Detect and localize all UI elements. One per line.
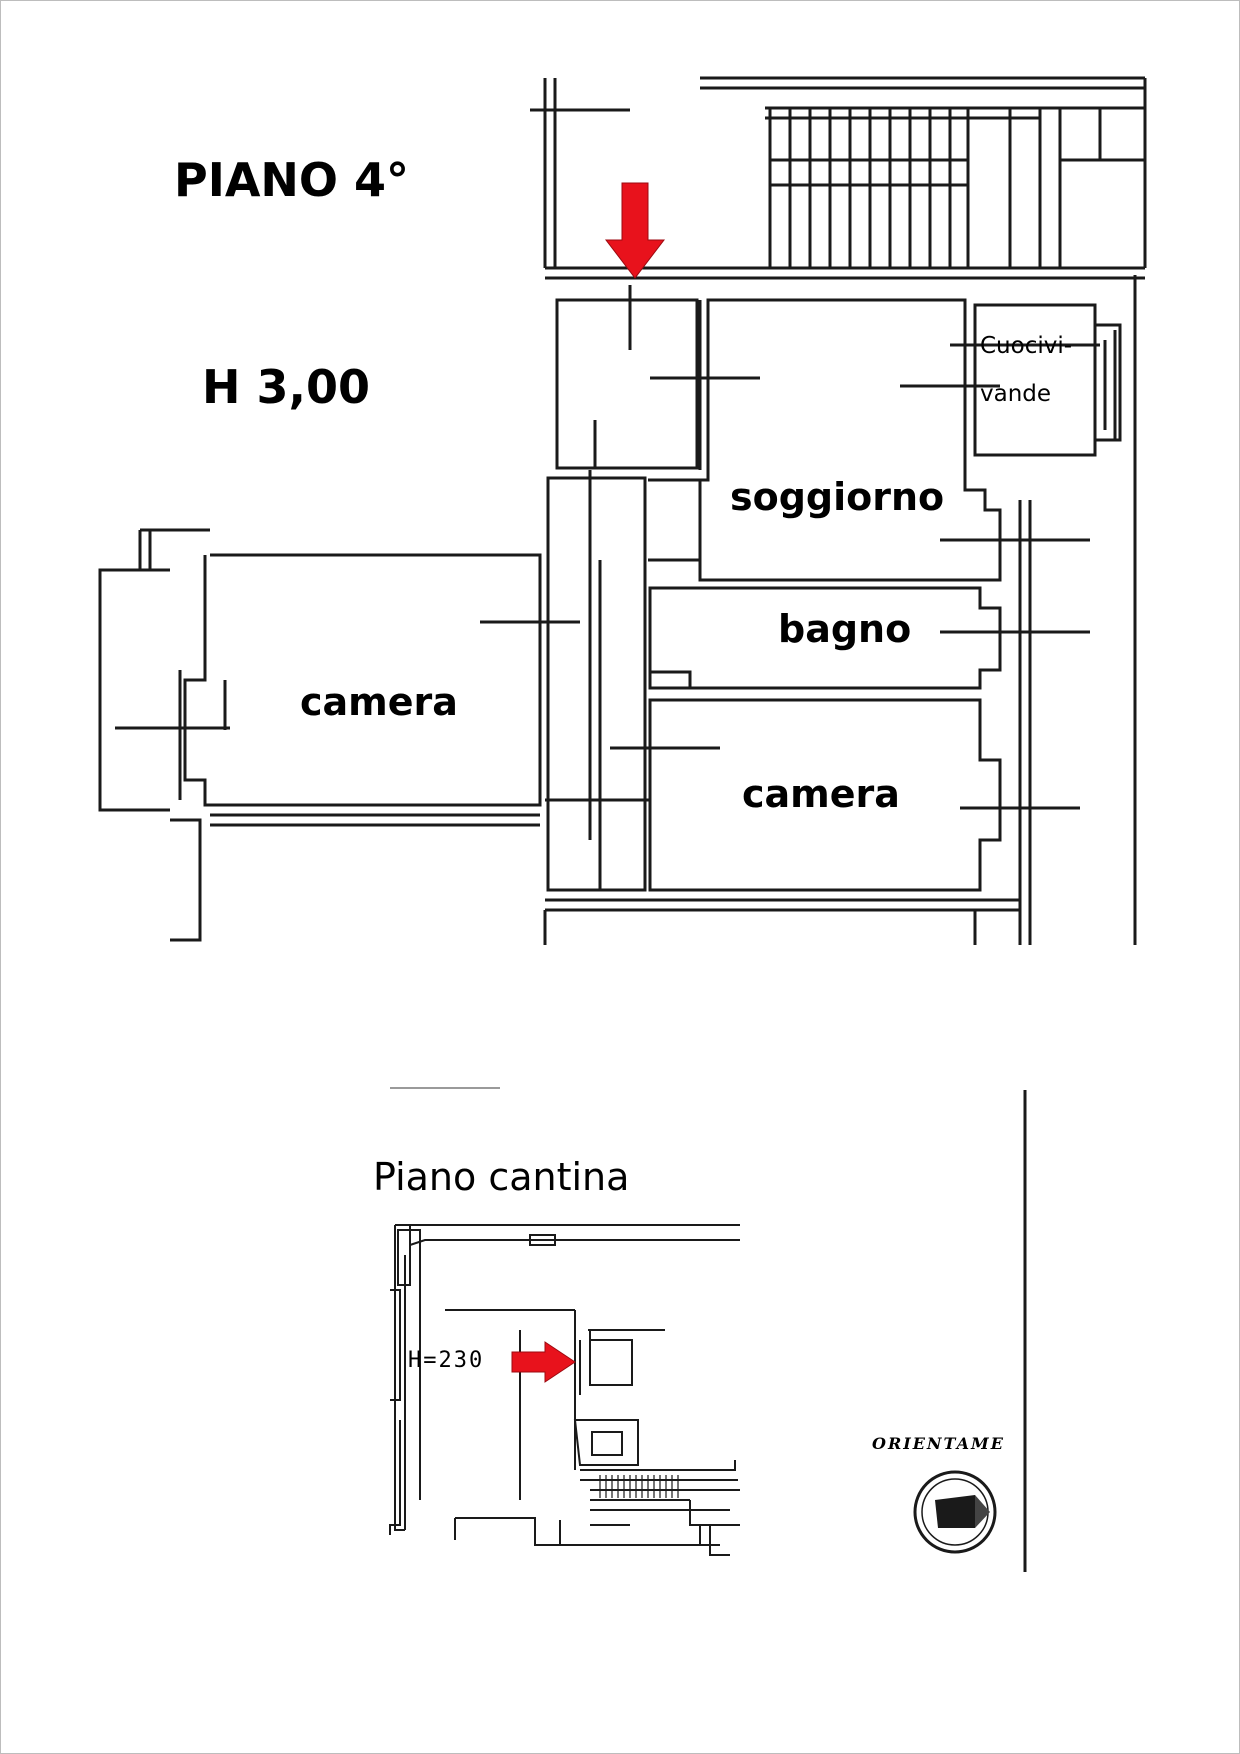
floor-title: PIANO 4° <box>174 153 410 207</box>
ceiling-height-label: H 3,00 <box>202 360 371 414</box>
cellar-arrow <box>511 1341 576 1383</box>
upper-floor-plan <box>98 76 1147 945</box>
room-label-bedroom-right: camera <box>742 772 900 816</box>
room-label-kitchen-line1: Cuocivi- <box>980 333 1073 359</box>
cellar-title: Piano cantina <box>373 1155 630 1199</box>
room-label-living: soggiorno <box>730 475 945 519</box>
stairwell <box>700 76 1147 268</box>
room-label-bedroom-left: camera <box>300 680 458 724</box>
orientation-label: ORIENTAME <box>872 1434 1005 1453</box>
compass-icon <box>913 1470 997 1554</box>
entrance-arrow <box>604 182 666 279</box>
room-label-kitchen-line2: vande <box>980 381 1052 407</box>
room-label-bath: bagno <box>778 607 912 651</box>
cellar-height-label: H=230 <box>408 1348 485 1373</box>
